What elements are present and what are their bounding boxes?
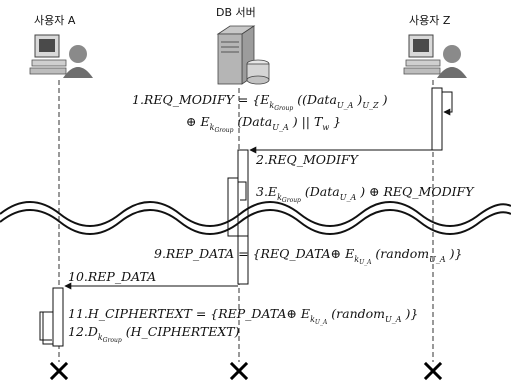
- self-call-arrow-z: [442, 92, 452, 112]
- lifeline-terminator-user-a: [52, 364, 66, 378]
- actor-label-db-server: DB 서버: [216, 6, 256, 19]
- time-break-line-top: [0, 202, 511, 226]
- activation-user-a-1: [53, 288, 63, 346]
- database-server-icon: [218, 26, 269, 84]
- actor-label-user-z: 사용자 Z: [409, 14, 451, 27]
- activation-user-a-2: [43, 312, 53, 344]
- message-1-line-2: ⊕ EkGroup (DataU_A ) || Tw }: [186, 114, 341, 134]
- activation-user-z: [432, 88, 442, 150]
- message-12-label: 12.DkGroup (H_CIPHERTEXT): [68, 324, 240, 344]
- message-3-label: 3.EkGroup (DataU_A ) ⊕ REQ_MODIFY: [256, 184, 475, 204]
- message-1-line-1: 1.REQ_MODIFY = {EkGroup ((DataU_A )U_Z ): [132, 92, 388, 112]
- message-10-label: 10.REP_DATA: [68, 269, 156, 284]
- lifeline-terminator-user-z: [426, 364, 440, 378]
- message-2-label: 2.REQ_MODIFY: [255, 152, 360, 167]
- message-9-label: 9.REP_DATA = {REQ_DATA⊕ EkU_A (randomU_A…: [154, 246, 463, 266]
- message-11-label: 11.H_CIPHERTEXT = {REP_DATA⊕ EkU_A (rand…: [68, 306, 418, 326]
- user-computer-icon: [404, 35, 467, 78]
- user-computer-icon: [30, 35, 93, 78]
- actor-label-user-a: 사용자 A: [34, 14, 76, 27]
- lifeline-terminator-db: [232, 364, 246, 378]
